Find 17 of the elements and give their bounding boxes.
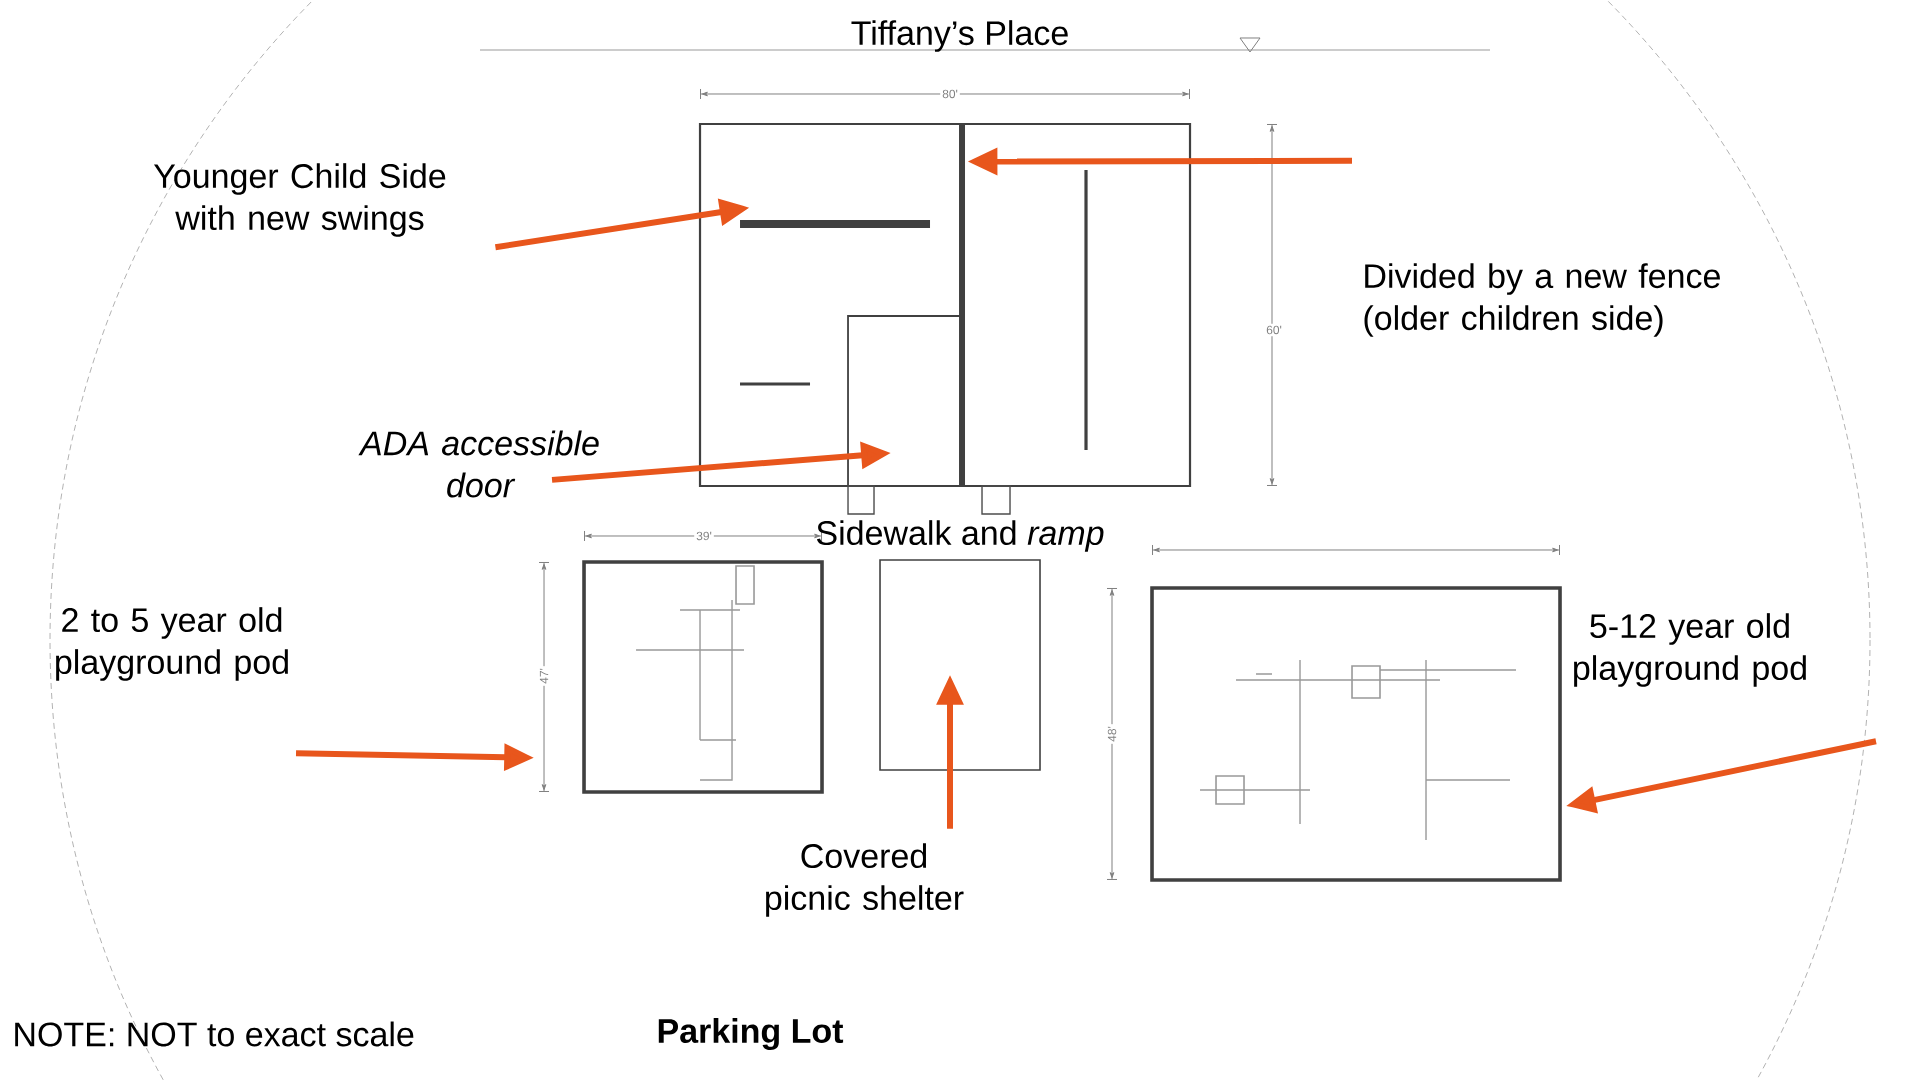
- callout-text: 2 to 5 year old playground pod: [56, 607, 288, 681]
- callout-text: Younger Child Side with new swings: [153, 163, 446, 237]
- playground-pod: [1150, 586, 1562, 882]
- fence-line: [959, 124, 965, 486]
- swing-bar: [740, 220, 930, 228]
- note: NOTE: NOT to exact scale: [15, 1021, 414, 1047]
- door-room: [847, 315, 963, 487]
- callout-text: 5-12 year old playground pod: [1574, 613, 1806, 687]
- area-label: Parking Lot: [658, 1018, 844, 1050]
- street-name: Tiffany’s Place: [851, 20, 1068, 52]
- playground-pod: [582, 560, 824, 794]
- shelter-box: [879, 559, 1041, 771]
- callout-text: ADA accessible door: [358, 430, 599, 498]
- callout-text: Covered picnic shelter: [766, 843, 964, 917]
- callout-text: Divided by a new fence (older children side): [1364, 263, 1720, 337]
- building-outline: [698, 122, 1192, 488]
- area-label: Sidewalk and ramp: [817, 520, 1104, 552]
